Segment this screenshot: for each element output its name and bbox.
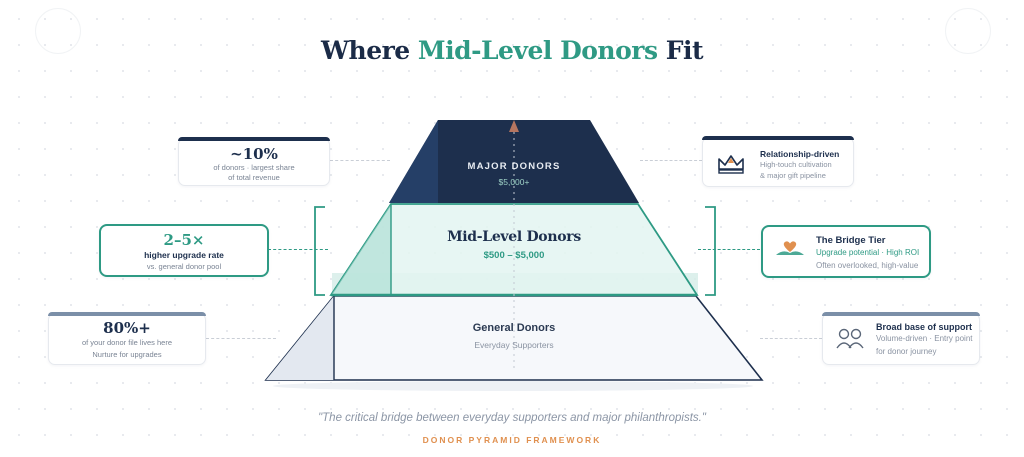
feature-line1: Volume-driven · Entry point: [876, 334, 973, 343]
feature-card-major: Relationship-driven High-touch cultivati…: [702, 136, 854, 187]
title-accent: Mid-Level Donors: [417, 36, 658, 65]
stat-desc-line1: of donors · largest share: [213, 163, 295, 172]
feature-title: Relationship-driven: [760, 149, 840, 159]
stat-desc-line1: higher upgrade rate: [144, 250, 224, 260]
stat-value: 80%+: [103, 319, 151, 337]
feature-line2: for donor journey: [876, 347, 937, 356]
stat-value: 2–5×: [163, 231, 205, 249]
stat-card-general: 80%+ of your donor file lives here Nurtu…: [48, 312, 206, 365]
general-tier-label: General Donors Everyday Supporters: [364, 322, 664, 350]
stat-desc-line2: vs. general donor pool: [146, 262, 222, 271]
major-tier-title: MAJOR DONORS: [467, 161, 561, 172]
general-tier-title: General Donors: [472, 322, 556, 334]
feature-line2: & major gift pipeline: [760, 171, 826, 180]
stat-value: ~10%: [230, 145, 278, 163]
connector-left-mid: [268, 249, 328, 250]
stat-desc-line2: of total revenue: [228, 173, 280, 182]
feature-line2: Often overlooked, high-value: [816, 261, 919, 270]
upward-arrow-icon: [509, 120, 519, 132]
feature-line1: Upgrade potential · High ROI: [816, 248, 920, 257]
stat-card-mid: 2–5× higher upgrade rate vs. general don…: [99, 224, 269, 277]
feature-title: Broad base of support: [876, 322, 973, 332]
footer-quote: "The critical bridge between everyday su…: [318, 412, 706, 424]
stat-card-major: ~10% of donors · largest share of total …: [178, 137, 330, 186]
framework-label: DONOR PYRAMID FRAMEWORK: [422, 435, 602, 445]
mid-tier-label: Mid-Level Donors $500 – $5,000: [364, 229, 664, 261]
mid-tier-range: $500 – $5,000: [483, 250, 545, 261]
feature-line1: High-touch cultivation: [760, 160, 832, 169]
right-bracket: [705, 206, 716, 296]
feature-card-mid: The Bridge Tier Upgrade potential · High…: [761, 225, 931, 278]
crown-icon: [718, 155, 744, 174]
connector-left-bottom: [206, 338, 276, 339]
connector-right-top: [640, 160, 702, 161]
major-tier-label: MAJOR DONORS $5,000+: [364, 161, 664, 187]
decorative-circle-right: [945, 8, 991, 54]
heart-book-icon: [776, 241, 804, 255]
connector-right-bottom: [760, 338, 822, 339]
title-prefix: Where: [320, 36, 418, 65]
title-suffix: Fit: [657, 36, 704, 65]
feature-card-general: Broad base of support Volume-driven · En…: [822, 312, 980, 365]
general-tier-sublabel: Everyday Supporters: [474, 340, 554, 350]
connector-left-top: [330, 160, 390, 161]
stat-desc-line2: Nurture for upgrades: [92, 350, 162, 359]
major-tier-shape: [389, 120, 639, 203]
decorative-circle-left: [35, 8, 81, 54]
stat-desc-line1: of your donor file lives here: [81, 338, 173, 347]
feature-title: The Bridge Tier: [816, 235, 886, 246]
connector-right-mid: [698, 249, 760, 250]
major-tier-range: $5,000+: [498, 177, 530, 187]
mid-tier-title: Mid-Level Donors: [447, 229, 581, 245]
left-bracket: [314, 206, 325, 296]
page-title: Where Mid-Level Donors Fit: [0, 36, 1024, 65]
people-icon: [836, 328, 864, 349]
